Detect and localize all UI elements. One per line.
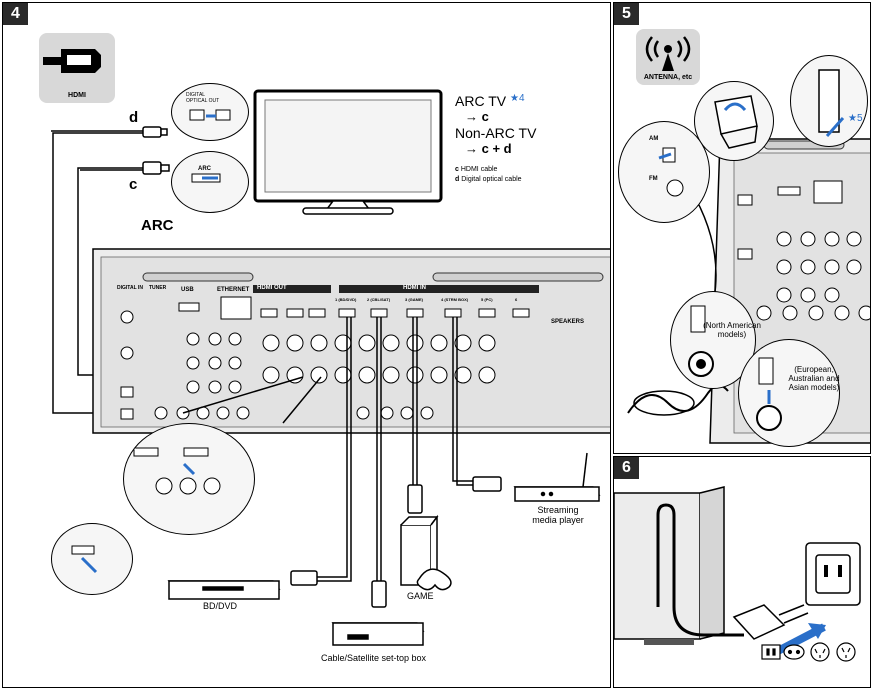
receiver-rear-panel — [92, 248, 610, 434]
hdmi-in-port-1: 1 (BD/DVD) — [335, 297, 357, 302]
am-loop-icon — [714, 95, 758, 149]
arc-tv-arrow: → c — [465, 109, 489, 124]
hdmi-out-label: HDMI OUT — [257, 285, 287, 291]
am-terminal-label: AM — [649, 136, 659, 142]
streaming-player-illustration — [513, 452, 601, 502]
ac-plug — [732, 604, 809, 640]
bd-dvd-port-icon — [71, 545, 98, 574]
european-label: (European, Australian and Asian models) — [788, 365, 840, 392]
wall-mount-callout — [790, 55, 868, 147]
game-caption: GAME — [407, 591, 434, 601]
receiver-digital-in-label: DIGITAL IN — [117, 285, 143, 291]
arc-tv-ref: ★4 — [509, 93, 525, 104]
game-console-illustration — [400, 514, 452, 591]
tv-optical-port-label: DIGITAL OPTICAL OUT — [186, 92, 220, 104]
receiver-ac-side — [614, 486, 725, 645]
iec-connector-icon — [756, 357, 782, 431]
receiver-tuner-label: TUNER — [149, 285, 167, 291]
hdmi-jack-icon — [191, 173, 221, 183]
hdmi-connector-icon — [43, 49, 101, 73]
arc-tv-text: ARC TV — [455, 93, 507, 109]
cable-d-label: d — [129, 109, 139, 126]
device-plugs — [290, 476, 502, 608]
non-arc-tv-arrow: → c + d — [465, 141, 512, 156]
fm-terminal-label: FM — [649, 176, 658, 182]
tv-illustration — [253, 89, 443, 215]
legend-d: d Digital optical cable — [455, 176, 522, 183]
wall-mount-ref: ★5 — [848, 113, 863, 124]
panel-4-hdmi-connection: 4 — [2, 2, 611, 688]
panel-5-number: 5 — [614, 3, 639, 25]
tv-arc-port-callout: ARC — [171, 151, 249, 213]
am-fm-terminal-callout: AM FM — [618, 121, 710, 223]
hdmi-badge-label: HDMI — [68, 92, 86, 99]
wall-mount-icon — [818, 69, 845, 137]
hdmi-in-port-3: 3 (GAME) — [405, 297, 423, 302]
cable-box-caption: Cable/Satellite set-top box — [321, 653, 427, 663]
legend-c: c HDMI cable — [455, 166, 497, 173]
hdmi-in-label: HDMI IN — [403, 285, 426, 291]
non-arc-tv-label: Non-ARC TV — [455, 125, 537, 141]
outlet-type-icons — [761, 642, 856, 662]
legend-c-text: HDMI cable — [460, 166, 498, 173]
antenna-icon — [645, 36, 691, 71]
arc-tv-label: ARC TV ★4 — [455, 93, 525, 109]
surround-port-detail-callout — [123, 423, 255, 535]
bd-dvd-port-callout — [51, 523, 133, 595]
antenna-badge-label: ANTENNA, etc — [643, 74, 693, 81]
tv-arc-port-label: ARC — [198, 166, 211, 172]
wall-outlet — [805, 542, 861, 606]
tv-optical-port-callout: DIGITAL OPTICAL OUT — [171, 83, 249, 141]
legend-c-key: c — [455, 166, 459, 173]
legend-d-text: Digital optical cable — [461, 176, 522, 183]
hdmi-in-port-4: 4 (STRM BOX) — [441, 297, 469, 302]
panel-6-power-connection: 6 — [613, 456, 871, 688]
panel-4-number: 4 — [3, 3, 28, 25]
north-american-label: (North American models) — [703, 321, 761, 339]
bd-dvd-illustration — [167, 580, 281, 600]
receiver-usb-label: USB — [181, 287, 194, 293]
port-detail-icon — [133, 447, 221, 495]
antenna-badge: ANTENNA, etc — [636, 29, 700, 85]
am-loop-antenna-callout — [694, 81, 774, 161]
optical-jack-icon — [189, 109, 231, 121]
cable-c-label: c — [129, 176, 138, 193]
receiver-ethernet-label: ETHERNET — [217, 287, 250, 293]
legend-d-key: d — [455, 176, 460, 183]
hdmi-in-port-6: 6 — [515, 297, 518, 302]
panel-6-drawing — [614, 486, 861, 662]
european-connector-callout — [738, 339, 840, 447]
hdmi-in-port-2: 2 (CBL/SAT) — [367, 297, 391, 302]
hdmi-in-port-5: 5 (PC) — [481, 297, 493, 302]
panel-4-drawing — [51, 89, 610, 646]
panel-5-antenna-connection: 5 — [613, 2, 871, 454]
cable-box-illustration — [331, 622, 425, 646]
panel-6-number: 6 — [614, 457, 639, 479]
hdmi-badge: HDMI — [39, 33, 115, 103]
streaming-player-caption: Streaming media player — [532, 505, 584, 525]
bd-dvd-caption: BD/DVD — [203, 601, 238, 611]
am-fm-terminal-icon — [658, 147, 684, 197]
speakers-label: SPEAKERS — [551, 319, 585, 325]
f-connector-icon — [688, 305, 714, 377]
device-cables — [182, 317, 473, 582]
arc-jack-label: ARC — [141, 217, 174, 234]
